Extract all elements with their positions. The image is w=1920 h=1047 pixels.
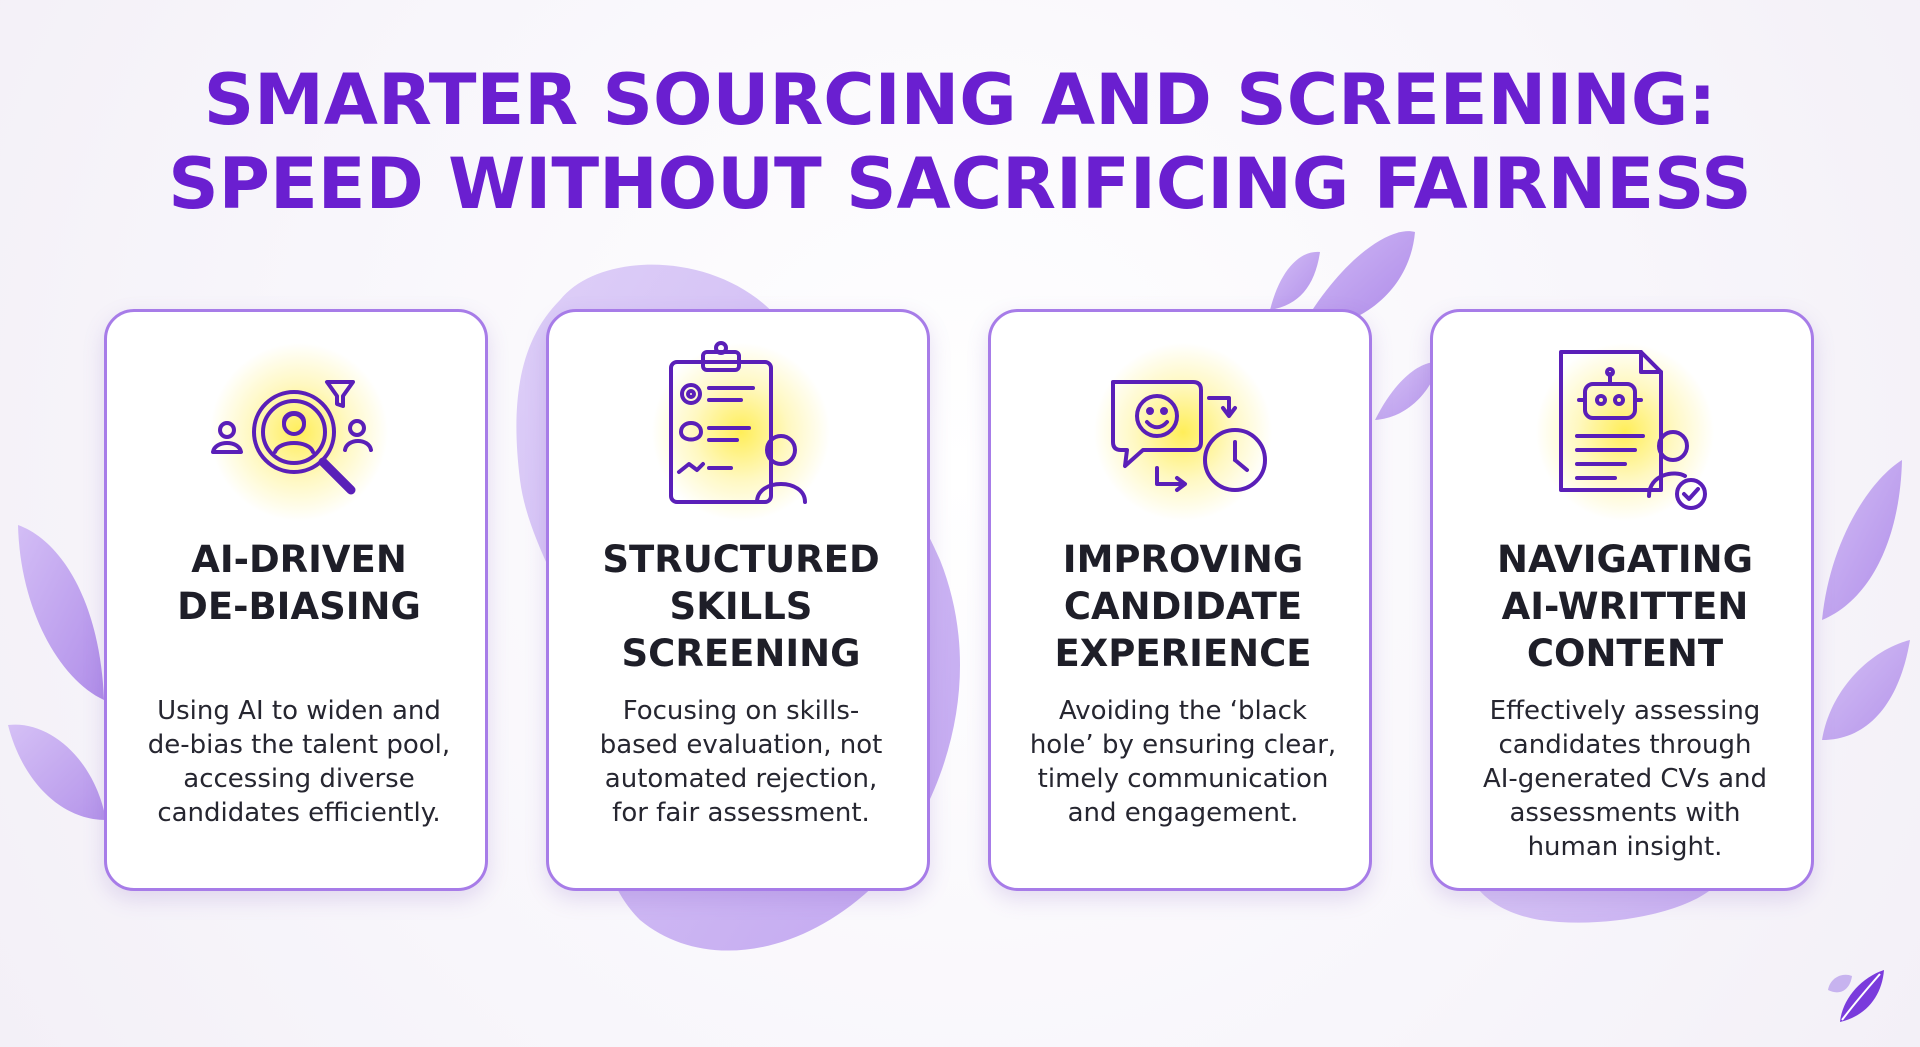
card-desc-line: accessing diverse — [183, 764, 415, 794]
card-title: STRUCTURED SKILLS SCREENING — [559, 536, 923, 677]
card-description: Focusing on skills- based evaluation, no… — [567, 694, 915, 830]
card-title-line: AI-DRIVEN — [191, 538, 407, 581]
card-title-line: EXPERIENCE — [1054, 632, 1312, 675]
card-title-line: STRUCTURED — [602, 538, 880, 581]
card-title-line: DE-BIASING — [177, 585, 421, 628]
card-description: Avoiding the ‘black hole’ by ensuring cl… — [1009, 694, 1357, 830]
card-title-line: SCREENING — [621, 632, 861, 675]
card-desc-line: AI-generated CVs and — [1482, 764, 1768, 794]
card-desc-line: candidates through — [1498, 730, 1752, 760]
card-desc-line: de-bias the talent pool, — [147, 730, 451, 760]
card-desc-line: hole’ by ensuring clear, — [1029, 730, 1337, 760]
card-desc-line: automated rejection, — [604, 764, 878, 794]
page-title-line-2: SPEED WITHOUT SACRIFICING FAIRNESS — [168, 143, 1752, 225]
clipboard-skills-icon — [641, 332, 841, 532]
card-description: Using AI to widen and de-bias the talent… — [125, 694, 473, 830]
card-desc-line: Effectively assessing — [1489, 696, 1761, 726]
card-title: IMPROVING CANDIDATE EXPERIENCE — [1001, 536, 1365, 677]
leaf-logo-icon — [1828, 970, 1884, 1022]
card-desc-line: candidates efficiently. — [157, 798, 441, 828]
card-title-line: SKILLS — [669, 585, 813, 628]
card-ai-driven-de-biasing: AI-DRIVEN DE-BIASING Using AI to widen a… — [104, 309, 488, 891]
card-structured-skills-screening: STRUCTURED SKILLS SCREENING Focusing on … — [546, 309, 930, 891]
card-title-line: AI-WRITTEN — [1501, 585, 1749, 628]
card-title-line: NAVIGATING — [1497, 538, 1753, 581]
card-desc-line: timely communication — [1037, 764, 1329, 794]
card-desc-line: for fair assessment. — [612, 798, 870, 828]
card-desc-line: based evaluation, not — [599, 730, 883, 760]
card-title-line: CONTENT — [1526, 632, 1724, 675]
chat-clock-icon — [1083, 332, 1283, 532]
magnifier-person-funnel-icon — [199, 332, 399, 532]
card-title-line: CANDIDATE — [1063, 585, 1303, 628]
card-title-line: IMPROVING — [1062, 538, 1304, 581]
card-desc-line: and engagement. — [1067, 798, 1299, 828]
card-title: AI-DRIVEN DE-BIASING — [117, 536, 481, 630]
card-desc-line: assessments with — [1509, 798, 1741, 828]
card-desc-line: human insight. — [1527, 832, 1723, 862]
card-description: Effectively assessing candidates through… — [1451, 694, 1799, 864]
card-desc-line: Focusing on skills- — [622, 696, 860, 726]
card-desc-line: Using AI to widen and — [157, 696, 441, 726]
card-desc-line: Avoiding the ‘black — [1059, 696, 1307, 726]
robot-document-icon — [1525, 332, 1725, 532]
card-navigating-ai-written-content: NAVIGATING AI-WRITTEN CONTENT Effectivel… — [1430, 309, 1814, 891]
page-title-line-1: SMARTER SOURCING AND SCREENING: — [203, 59, 1717, 141]
card-improving-candidate-experience: IMPROVING CANDIDATE EXPERIENCE Avoiding … — [988, 309, 1372, 891]
page-title: SMARTER SOURCING AND SCREENING: SPEED WI… — [0, 58, 1920, 226]
card-title: NAVIGATING AI-WRITTEN CONTENT — [1443, 536, 1807, 677]
